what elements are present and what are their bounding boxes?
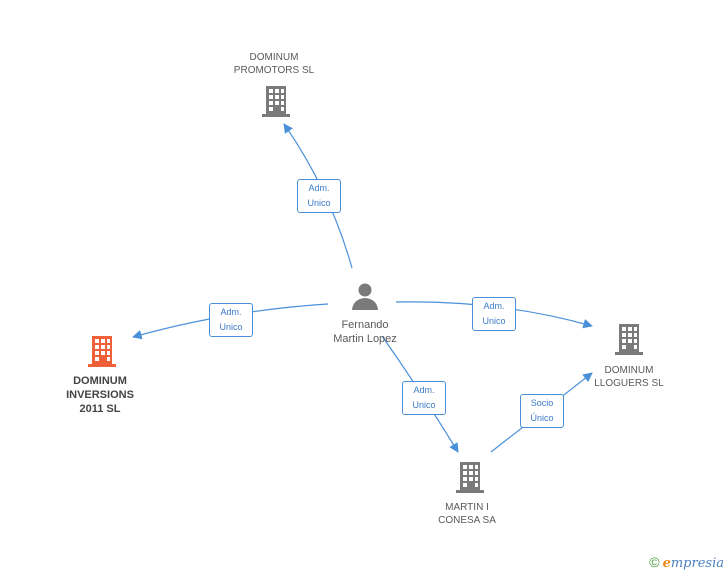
node-label-line: DOMINUM	[604, 365, 654, 376]
edge-label-adm-unico-conesa[interactable]: Adm. Unico	[402, 381, 446, 415]
brand-e: e	[662, 556, 671, 571]
node-label-person[interactable]: Fernando Martin Lopez	[318, 318, 412, 346]
edge-label-adm-unico-promotors[interactable]: Adm. Unico	[297, 179, 341, 213]
edge-label-line: Adm.	[308, 183, 330, 193]
building-icon[interactable]	[454, 460, 486, 494]
node-label-dominum-lloguers[interactable]: DOMINUM LLOGUERS SL	[584, 364, 674, 390]
copyright-icon: ©	[649, 554, 660, 570]
node-label-dominum-inversions[interactable]: DOMINUM INVERSIONS 2011 SL	[52, 374, 148, 416]
edge-label-line: Unico	[412, 400, 436, 410]
edge-label-line: Adm.	[413, 385, 435, 395]
edge-label-adm-unico-lloguers[interactable]: Adm. Unico	[472, 297, 516, 331]
node-label-line: MARTIN I	[445, 502, 489, 513]
edge-label-line: Adm.	[220, 307, 242, 317]
edge-label-line: Adm.	[483, 301, 505, 311]
building-icon[interactable]	[260, 84, 292, 118]
node-label-line: DOMINUM	[73, 375, 127, 387]
node-label-dominum-promotors[interactable]: DOMINUM PROMOTORS SL	[222, 51, 326, 77]
edge-label-line: Unico	[219, 322, 243, 332]
edge-label-socio-unico[interactable]: Socio Único	[520, 394, 564, 428]
building-icon[interactable]	[613, 322, 645, 356]
edge-label-adm-unico-inversions[interactable]: Adm. Unico	[209, 303, 253, 337]
edge-label-line: Único	[530, 413, 554, 423]
node-label-line: INVERSIONS	[66, 389, 134, 401]
node-label-line: Martin Lopez	[333, 333, 397, 345]
node-label-martin-i-conesa[interactable]: MARTIN I CONESA SA	[422, 501, 512, 527]
empresia-logo[interactable]: ©empresia	[649, 554, 724, 571]
edge-label-line: Socio	[530, 398, 554, 408]
node-label-line: 2011 SL	[79, 403, 121, 415]
node-label-line: CONESA SA	[438, 515, 496, 526]
node-label-line: DOMINUM	[249, 52, 299, 63]
node-label-line: Fernando	[341, 319, 389, 331]
edge-label-line: Unico	[307, 198, 331, 208]
brand-name: mpresia	[670, 556, 724, 571]
person-icon[interactable]	[350, 282, 380, 312]
node-label-line: PROMOTORS SL	[233, 65, 315, 76]
node-label-line: LLOGUERS SL	[594, 378, 664, 389]
edge-label-line: Unico	[482, 316, 506, 326]
building-icon[interactable]	[86, 334, 118, 368]
